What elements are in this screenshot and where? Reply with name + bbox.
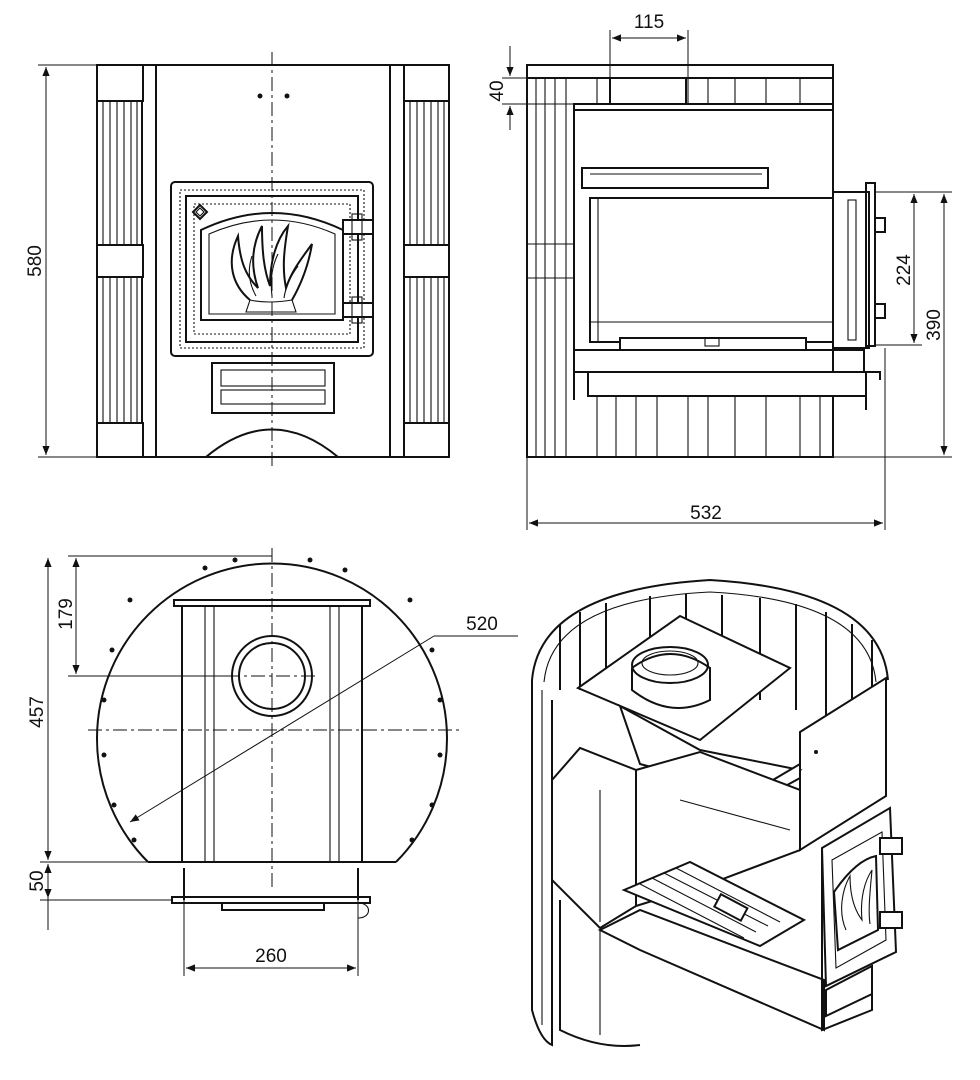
dim-door-height: 224 [875,191,952,346]
dim-label-260: 260 [255,946,287,967]
isometric-fire-door [820,806,903,1032]
side-view: 115 40 224 390 532 [487,12,952,530]
front-view: 580 [25,52,450,470]
flame-decoration [230,222,313,313]
dim-door-bottom-height: 390 [833,194,952,458]
dim-plan-depth: 457 [27,558,148,863]
dim-top-offset: 40 [487,46,610,130]
right-grill-column [403,64,450,458]
dim-pipe-offset: 179 [56,555,272,677]
dim-label-580: 580 [25,245,46,277]
plan-view: 520 179 457 50 260 [27,548,518,976]
dim-total-depth: 532 [526,348,886,530]
dim-door-width: 260 [183,900,359,976]
dim-chimney-width: 115 [609,12,689,78]
dim-label-457: 457 [27,696,48,728]
dim-door-protrusion: 50 [27,864,172,930]
ash-drawer [211,362,335,414]
dim-label-115: 115 [634,12,664,33]
isometric-cutaway-view [531,578,903,1047]
left-grill-column [96,64,144,458]
dim-label-40: 40 [487,80,508,101]
dim-diameter: 520 [129,614,518,823]
dim-label-50: 50 [27,870,48,891]
dim-label-179: 179 [56,598,77,630]
dim-label-532: 532 [690,503,722,524]
dim-front-height: 580 [25,64,97,458]
dim-label-390: 390 [924,309,945,341]
dim-label-520: 520 [466,614,498,635]
dim-label-224: 224 [894,254,915,286]
